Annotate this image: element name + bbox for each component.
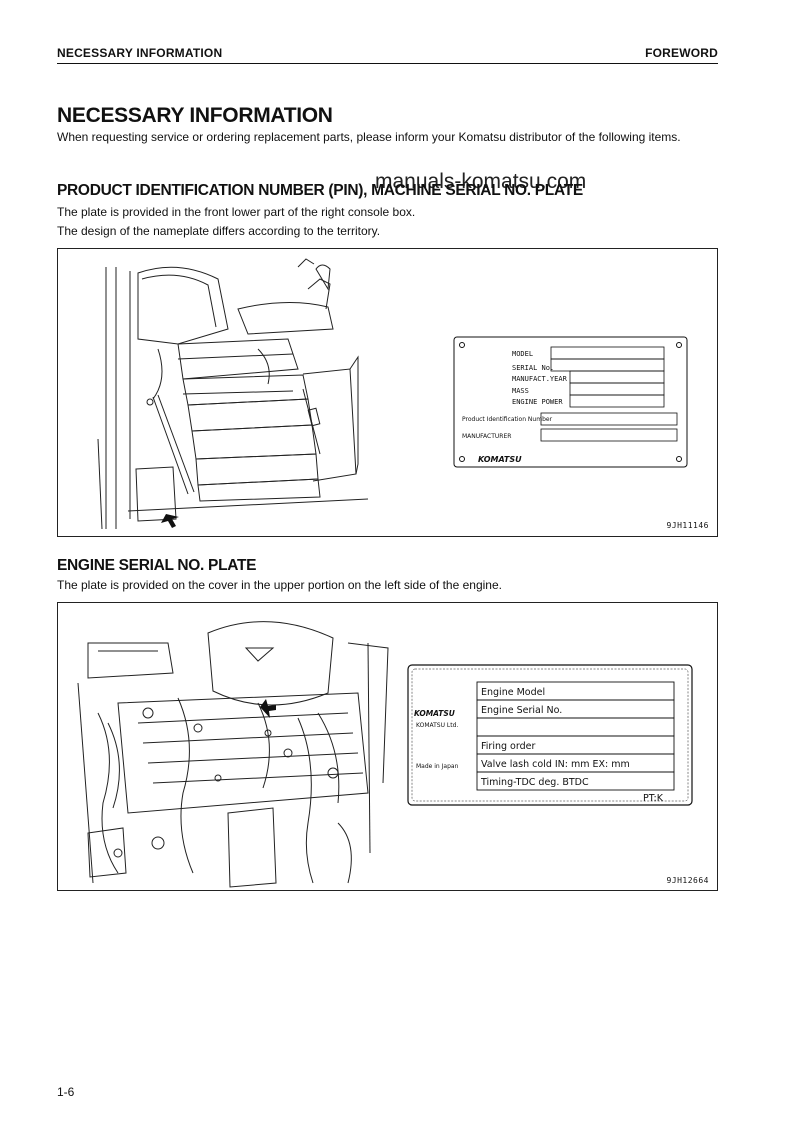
engine-plate-row-timing: Timing-TDC deg. BTDC	[480, 777, 589, 788]
plate-field-serial: SERIAL No.	[512, 364, 554, 372]
pin-figure-code: 9JH11146	[666, 521, 709, 530]
pin-section-line2: The design of the nameplate differs acco…	[57, 224, 381, 238]
plate-pin-label: Product Identification Number	[462, 416, 553, 423]
engine-plate-row-serial: Engine Serial No.	[481, 705, 562, 716]
page-title: NECESSARY INFORMATION	[57, 104, 333, 127]
engine-serial-plate-illustration: Engine Model Engine Serial No. Firing or…	[407, 664, 693, 806]
arrow-indicator	[260, 699, 276, 718]
plate-manufacturer-label: MANUFACTURER	[462, 433, 511, 440]
page-number: 1-6	[57, 1085, 75, 1099]
komatsu-logo: KOMATSU	[478, 455, 522, 464]
arrow-indicator	[161, 514, 179, 528]
plate-field-mass: MASS	[512, 387, 529, 395]
machine-console-illustration	[97, 258, 369, 530]
plate-field-year: MANUFACT.YEAR	[512, 375, 568, 383]
pin-section-heading: PRODUCT IDENTIFICATION NUMBER (PIN), MAC…	[57, 182, 583, 199]
engine-illustration	[77, 621, 389, 888]
engine-plate-company: KOMATSU Ltd.	[416, 722, 458, 729]
engine-plate-origin: Made in Japan	[416, 763, 459, 770]
nameplate-illustration: MODEL SERIAL No. MANUFACT.YEAR MASS ENGI…	[453, 336, 688, 468]
intro-paragraph: When requesting service or ordering repl…	[57, 130, 681, 144]
running-header-right: FOREWORD	[645, 46, 718, 60]
komatsu-logo: KOMATSU	[414, 709, 455, 718]
engine-plate-footer: PT:K	[643, 793, 664, 804]
watermark-text: manuals-komatsu.com	[375, 170, 587, 193]
pin-section-line1: The plate is provided in the front lower…	[57, 205, 416, 219]
running-header-left: NECESSARY INFORMATION	[57, 46, 223, 60]
header-divider	[57, 63, 718, 64]
plate-field-engine-power: ENGINE POWER	[512, 398, 563, 406]
engine-section-heading: ENGINE SERIAL NO. PLATE	[57, 557, 257, 574]
engine-plate-row-firing: Firing order	[481, 741, 535, 752]
engine-plate-row-valve: Valve lash cold IN: mm EX: mm	[481, 759, 630, 770]
pin-plate-figure: MODEL SERIAL No. MANUFACT.YEAR MASS ENGI…	[57, 248, 718, 537]
engine-section-line1: The plate is provided on the cover in th…	[57, 578, 502, 592]
engine-plate-figure: Engine Model Engine Serial No. Firing or…	[57, 602, 718, 891]
engine-plate-row-model: Engine Model	[481, 687, 545, 698]
engine-figure-code: 9JH12664	[666, 876, 709, 885]
plate-field-model: MODEL	[512, 350, 533, 358]
